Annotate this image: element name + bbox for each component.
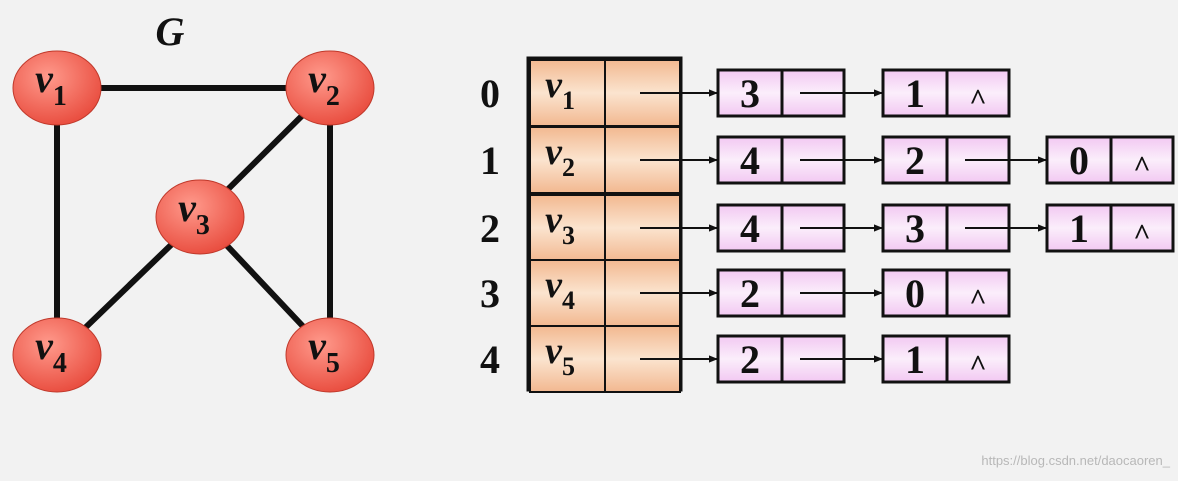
vertex-node-shape [285, 317, 375, 393]
adjvex-value: 1 [905, 337, 925, 382]
arc-node: 4 [716, 203, 883, 253]
null-pointer-symbol: ^ [969, 349, 986, 382]
arc-node: 2 [716, 268, 883, 318]
null-pointer-symbol: ^ [969, 283, 986, 316]
graph-g: Gv1 v2 v3 v4 v5 [12, 9, 375, 393]
adjvex-cell [881, 135, 949, 185]
vertex-label: v4 [545, 264, 575, 315]
adjvex-cell [716, 203, 784, 253]
null-pointer-symbol: ^ [1133, 150, 1150, 183]
adjvex-cell [716, 268, 784, 318]
next-cell [1109, 135, 1175, 185]
arc-node: 1^ [1045, 203, 1175, 253]
vertex-label: v5 [308, 323, 340, 379]
vertex-node-shape [12, 317, 102, 393]
vertex-label: v1 [35, 56, 67, 112]
vertex-label: v2 [545, 131, 575, 182]
arc-node: 0^ [1045, 135, 1175, 185]
graph-vertex-4: v4 [12, 317, 102, 393]
row-index: 3 [480, 271, 500, 316]
next-cell [1109, 203, 1175, 253]
adjvex-cell [881, 68, 949, 118]
adjvex-value: 3 [740, 71, 760, 116]
vertex-node-shape [285, 50, 375, 126]
vertex-label: v4 [35, 323, 67, 379]
row-index: 0 [480, 71, 500, 116]
vertex-node-shape [12, 50, 102, 126]
arc-node: 2 [881, 135, 1047, 185]
arc-node: 2 [716, 334, 883, 384]
adjvex-cell [716, 334, 784, 384]
next-cell [945, 68, 1011, 118]
next-cell [945, 334, 1011, 384]
arc-node: 4 [716, 135, 883, 185]
adjvex-value: 0 [905, 271, 925, 316]
null-pointer-symbol: ^ [969, 83, 986, 116]
graph-title: G [156, 9, 185, 54]
vertex-data-cell [529, 194, 606, 262]
adjvex-value: 3 [905, 206, 925, 251]
adjvex-value: 4 [740, 206, 760, 251]
row-index: 2 [480, 206, 500, 251]
adjvex-value: 2 [740, 271, 760, 316]
graph-vertex-3: v3 [155, 179, 245, 255]
watermark-text: https://blog.csdn.net/daocaoren_ [981, 453, 1170, 468]
null-pointer-symbol: ^ [1133, 218, 1150, 251]
vertex-data-cell [529, 325, 606, 393]
adjvex-value: 2 [740, 337, 760, 382]
graph-vertex-1: v1 [12, 50, 102, 126]
adjvex-value: 1 [1069, 206, 1089, 251]
adjvex-cell [716, 135, 784, 185]
vertex-label: v5 [545, 330, 575, 381]
adjvex-value: 4 [740, 138, 760, 183]
arc-node: 3 [716, 68, 883, 118]
vertex-data-cell [529, 126, 606, 194]
adjvex-cell [881, 334, 949, 384]
vertex-data-cell [529, 59, 606, 127]
next-cell [945, 268, 1011, 318]
row-index: 1 [480, 138, 500, 183]
row-index: 4 [480, 337, 500, 382]
adjvex-value: 0 [1069, 138, 1089, 183]
arc-node: 1^ [881, 68, 1011, 118]
graph-vertex-2: v2 [285, 50, 375, 126]
vertex-label: v3 [545, 199, 575, 250]
vertex-node-shape [155, 179, 245, 255]
adjvex-cell [881, 268, 949, 318]
arc-node: 3 [881, 203, 1047, 253]
arc-node: 1^ [881, 334, 1011, 384]
vertex-label: v1 [545, 64, 575, 115]
adjvex-value: 2 [905, 138, 925, 183]
vertex-label: v2 [308, 56, 340, 112]
arc-node: 0^ [881, 268, 1011, 318]
vertex-label: v3 [178, 185, 210, 241]
adjvex-value: 1 [905, 71, 925, 116]
graph-vertex-5: v5 [285, 317, 375, 393]
